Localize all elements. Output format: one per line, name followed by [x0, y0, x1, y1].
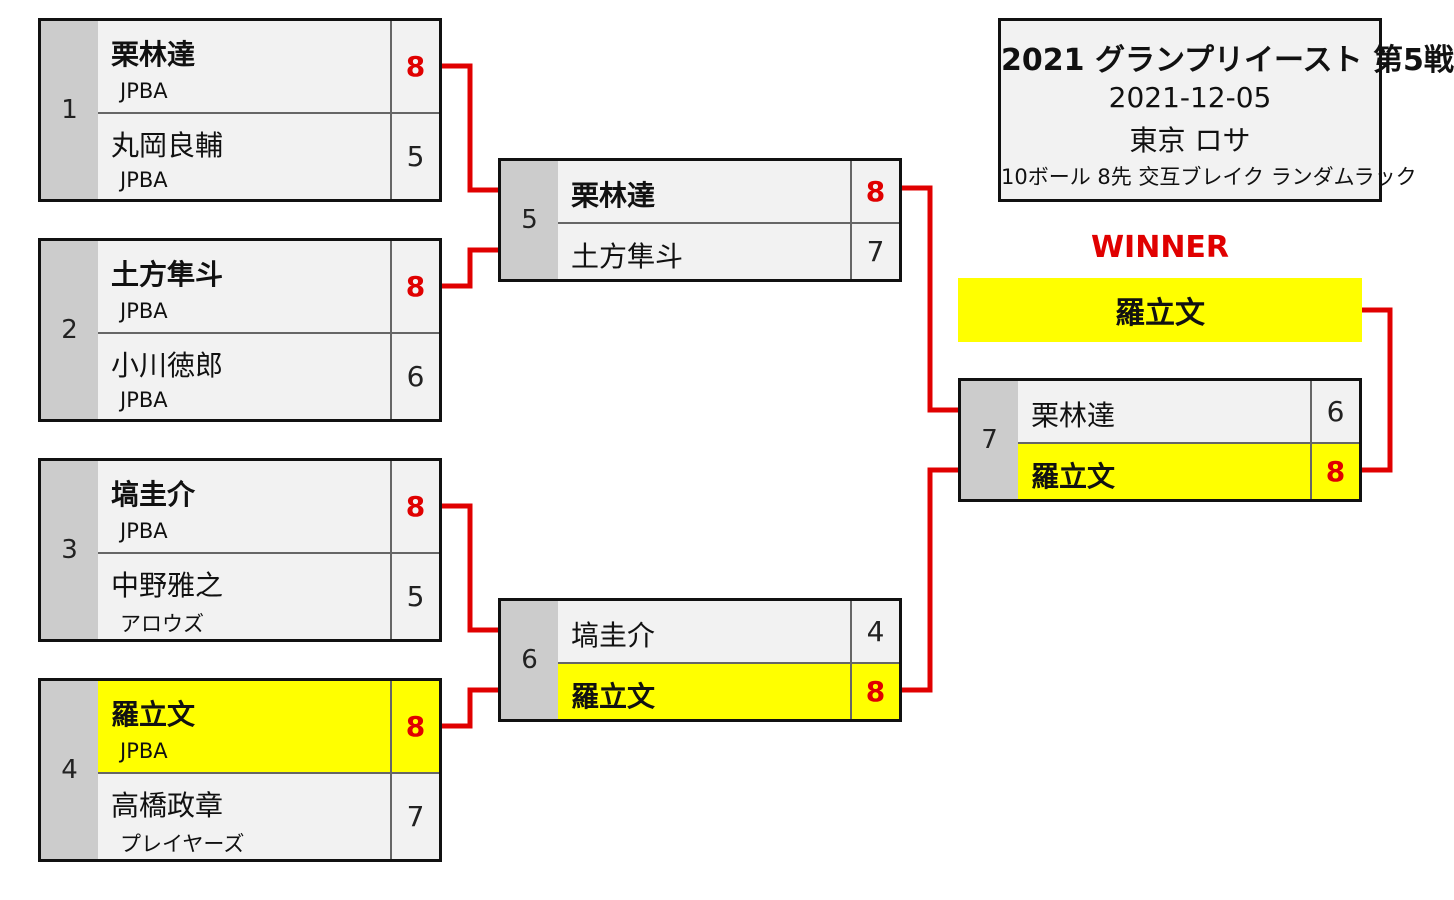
connector-m5-m7 [900, 185, 960, 413]
match-7: 7 栗林達 6 羅立文 8 [958, 378, 1362, 502]
connector-m3-m6 [440, 503, 500, 633]
player-team: プレイヤーズ [120, 832, 245, 856]
match-number: 3 [41, 461, 98, 639]
connector-m4-m6 [440, 687, 500, 729]
player-score: 8 [390, 241, 439, 332]
player-name: 土方隼斗 [571, 240, 684, 273]
player-score: 8 [390, 21, 439, 112]
player-row: 小川徳郎 JPBA 6 [98, 332, 439, 419]
event-title: 2021 グランプリイースト 第5戦 [1001, 43, 1454, 78]
player-score: 8 [1310, 444, 1359, 499]
player-row: 羅立文 8 [558, 662, 899, 719]
player-team: JPBA [120, 299, 168, 323]
player-row: 栗林達 6 [1018, 381, 1359, 442]
player-name: 塙圭介 [111, 478, 196, 511]
match-number: 5 [501, 161, 558, 279]
player-team: JPBA [120, 79, 168, 103]
winner-name: 羅立文 [958, 278, 1362, 342]
player-score: 8 [390, 681, 439, 772]
player-name: 栗林達 [571, 179, 656, 212]
player-score: 8 [390, 461, 439, 552]
player-row: 栗林達 8 [558, 161, 899, 222]
player-name: 羅立文 [1031, 460, 1116, 493]
player-row: 栗林達 JPBA 8 [98, 21, 439, 112]
player-row: 中野雅之 アロウズ 5 [98, 552, 439, 639]
match-3: 3 塙圭介 JPBA 8 中野雅之 アロウズ 5 [38, 458, 442, 642]
event-rules: 10ボール 8先 交互ブレイク ランダムラック [1001, 165, 1417, 189]
player-name: 小川徳郎 [111, 349, 224, 382]
player-score: 7 [390, 774, 439, 859]
event-venue: 東京 ロサ [1129, 124, 1251, 157]
player-score: 7 [850, 224, 899, 279]
player-score: 6 [390, 334, 439, 419]
player-team: JPBA [120, 388, 168, 412]
player-score: 6 [1310, 381, 1359, 442]
player-name: 栗林達 [111, 38, 196, 71]
player-row: 丸岡良輔 JPBA 5 [98, 112, 439, 199]
player-name: 塙圭介 [571, 619, 656, 652]
connector-m7-winner [1360, 307, 1393, 473]
player-score: 8 [850, 664, 899, 719]
event-date: 2021-12-05 [1108, 81, 1272, 114]
match-4: 4 羅立文 JPBA 8 高橋政章 プレイヤーズ 7 [38, 678, 442, 862]
bracket-connectors [440, 63, 1393, 729]
player-name: 栗林達 [1031, 399, 1116, 432]
player-name: 高橋政章 [111, 789, 224, 822]
player-score: 4 [850, 601, 899, 662]
player-row: 土方隼斗 7 [558, 222, 899, 279]
match-number: 1 [41, 21, 98, 199]
match-number: 2 [41, 241, 98, 419]
match-2: 2 土方隼斗 JPBA 8 小川徳郎 JPBA 6 [38, 238, 442, 422]
player-row: 羅立文 8 [1018, 442, 1359, 499]
match-number: 4 [41, 681, 98, 859]
event-info: 2021 グランプリイースト 第5戦 2021-12-05 東京 ロサ 10ボー… [998, 18, 1454, 202]
player-team: JPBA [120, 739, 168, 763]
player-score: 5 [390, 114, 439, 199]
player-row: 塙圭介 4 [558, 601, 899, 662]
connector-m1-m5 [440, 63, 500, 193]
player-score: 8 [850, 161, 899, 222]
match-number: 6 [501, 601, 558, 719]
match-5: 5 栗林達 8 土方隼斗 7 [498, 158, 902, 282]
player-row: 羅立文 JPBA 8 [98, 681, 439, 772]
player-row: 高橋政章 プレイヤーズ 7 [98, 772, 439, 859]
match-1: 1 栗林達 JPBA 8 丸岡良輔 JPBA 5 [38, 18, 442, 202]
player-score: 5 [390, 554, 439, 639]
player-name: 羅立文 [571, 680, 656, 713]
player-name: 中野雅之 [111, 569, 224, 602]
player-team: JPBA [120, 519, 168, 543]
player-name: 丸岡良輔 [111, 129, 224, 162]
player-name: 土方隼斗 [111, 258, 224, 291]
connector-m2-m5 [440, 247, 500, 289]
player-row: 土方隼斗 JPBA 8 [98, 241, 439, 332]
connector-m6-m7 [900, 467, 960, 693]
player-name: 羅立文 [111, 698, 196, 731]
player-team: JPBA [120, 168, 168, 192]
match-6: 6 塙圭介 4 羅立文 8 [498, 598, 902, 722]
player-row: 塙圭介 JPBA 8 [98, 461, 439, 552]
match-number: 7 [961, 381, 1018, 499]
winner-label: WINNER [1090, 230, 1230, 265]
player-team: アロウズ [120, 612, 204, 636]
